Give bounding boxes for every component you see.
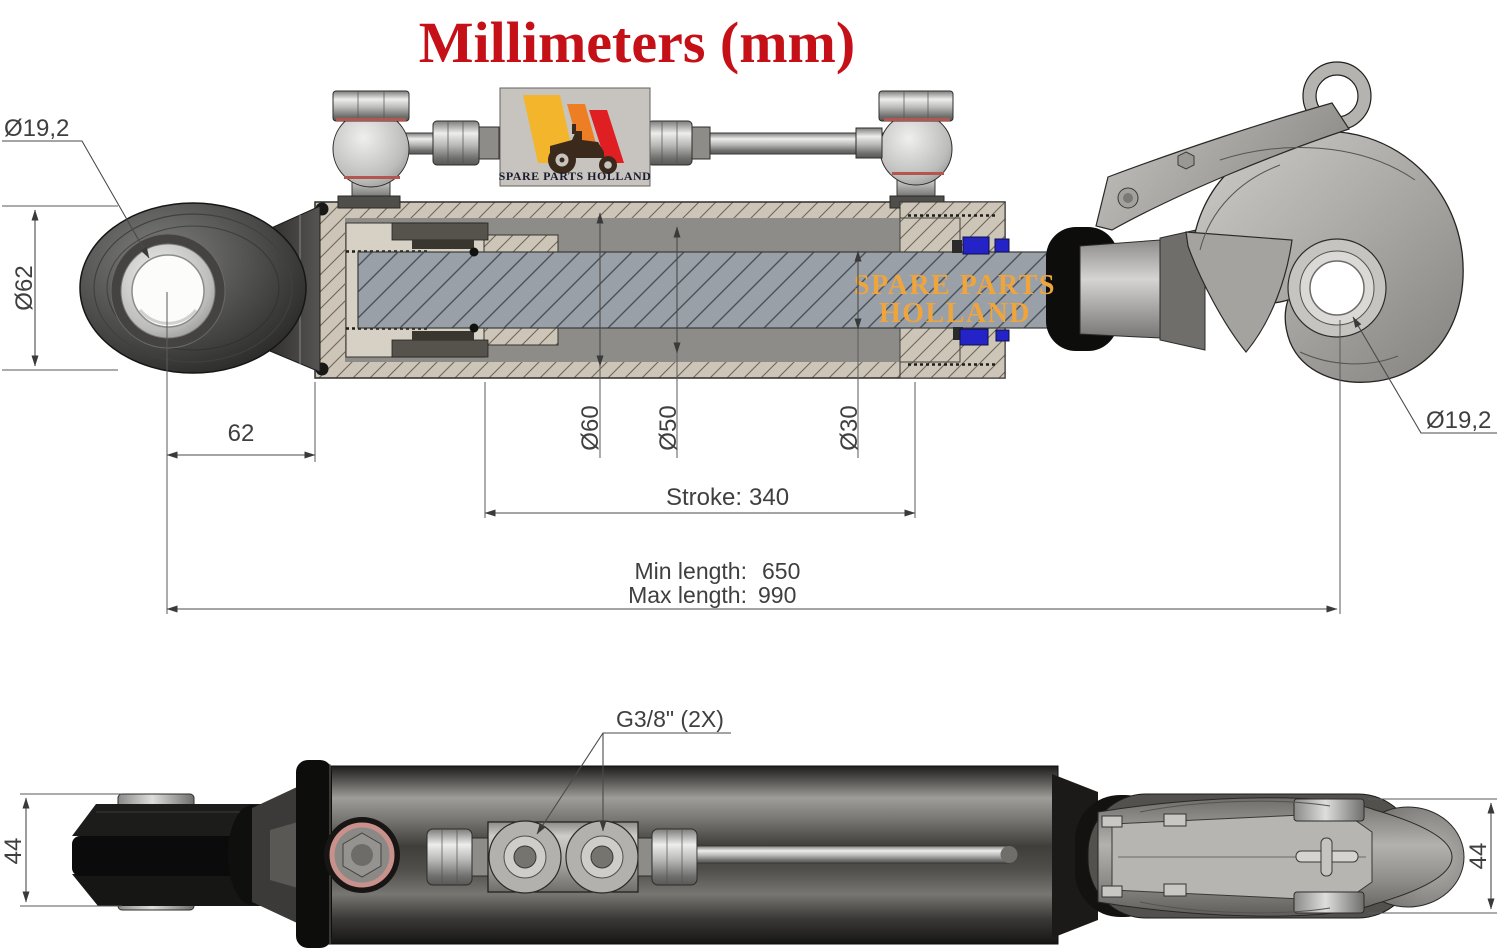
ball-rim-2 [106,225,280,351]
dim-left44-label: 44 [0,838,27,865]
nut-collar-2b [691,126,711,160]
side-claw-hook [1052,774,1465,938]
elbow-fitting-left [332,110,410,188]
hex-cap-right [878,90,954,122]
side-view: G3/8" (2X) 44 44 [0,706,1497,948]
oring-line-right-bottom [892,172,944,175]
pin-handle-stem [1320,837,1333,877]
cylinder-body [314,195,1081,379]
latch-bolt-center [1123,193,1133,203]
dim-ball-offset-label: 62 [228,420,255,447]
watermark-line1: SPARE PARTS [854,270,1056,301]
dim-hook-bore-label: Ø19,2 [1426,407,1491,434]
port-boss-left [337,195,401,209]
side-ball-joint [72,780,312,930]
fitting-facets-1 [441,829,458,885]
oring-dot-bottom [469,323,479,333]
thread-marks-right [908,214,997,366]
port-2 [565,820,639,894]
dimensions-side: G3/8" (2X) 44 44 [0,706,1497,914]
hook-top-seams [1139,800,1331,914]
ball-joint [79,202,321,374]
side-collar-1 [471,837,489,877]
logo-plate: SPARE PARTS HOLLAND [499,87,652,187]
dim-ports-label: G3/8" (2X) [616,706,724,732]
dim-rod-label: Ø30 [836,405,863,450]
nut-facets [447,121,678,165]
oring-line-right-top [884,118,950,121]
latch-arm [1095,102,1350,231]
piston-rod-section [357,251,1081,329]
dim-max-value: 990 [758,582,796,608]
dim-bore-label: Ø60 [577,405,604,450]
oring-line-left-top [336,118,406,121]
port-boss-center [351,844,373,866]
ball-rim-1 [93,213,293,363]
nut-collar-1 [478,126,500,160]
compression-nut-2 [647,120,693,166]
side-pipe [696,845,1010,864]
hook-detail-lines [1199,146,1416,365]
claw-hook [1046,61,1464,383]
dim-piston-label: Ø50 [655,405,682,450]
dim-min-label: Min length: [634,558,747,584]
dim-right44-label: 44 [1465,843,1492,870]
side-cylinder-tube [296,760,1059,948]
side-fitting-hex-2 [651,828,698,886]
side-pipe-end [1000,846,1018,863]
hook-neck [1079,239,1161,339]
dim-ball-bore-label: Ø19,2 [4,115,69,142]
hex-cap-left [332,90,410,122]
watermark-line2: HOLLAND [879,298,1031,329]
oring-dot-top [469,247,479,257]
compression-nut-1 [432,120,480,166]
side-fitting-hex-1 [426,828,473,886]
hook-claw [1185,231,1293,353]
dim-hook-bore-leader [1352,316,1497,434]
page-title: Millimeters (mm) [419,10,855,75]
dim-ball-bore-leader [2,140,150,259]
logo-text: SPARE PARTS HOLLAND [499,169,652,183]
oring-line-left-bottom [344,176,400,179]
hook-bore [1309,260,1365,316]
latch-nub [1177,151,1195,170]
dim-ball-eye-label: Ø62 [11,265,38,310]
pipe-end-collar [855,127,883,159]
side-collar-2 [637,837,653,877]
ball-bore [131,254,205,328]
rod-seals-blue [952,236,1010,346]
dim-max-label: Max length: [628,582,747,608]
hook-bolts [1101,813,1187,898]
hook-pin-top [1293,798,1365,822]
tube-end-ring [296,760,332,948]
bore-shade [138,309,198,325]
dim-min-value: 650 [762,558,800,584]
hook-pin-bottom [1293,891,1365,914]
dimensions-main: Ø19,2 Ø62 62 Ø60 Ø50 Ø30 Stroke: 340 Min… [2,115,1497,614]
dim-stroke-label: Stroke: [666,484,742,511]
logo-stripe-red [589,110,624,163]
dim-stroke-value: 340 [749,484,789,511]
hex-facets [357,91,929,121]
cross-section-view: SPARE PARTS HOLLAND [2,61,1497,614]
tractor-icon [548,124,617,174]
fitting-facets-2 [666,829,683,885]
port-1 [488,820,562,894]
